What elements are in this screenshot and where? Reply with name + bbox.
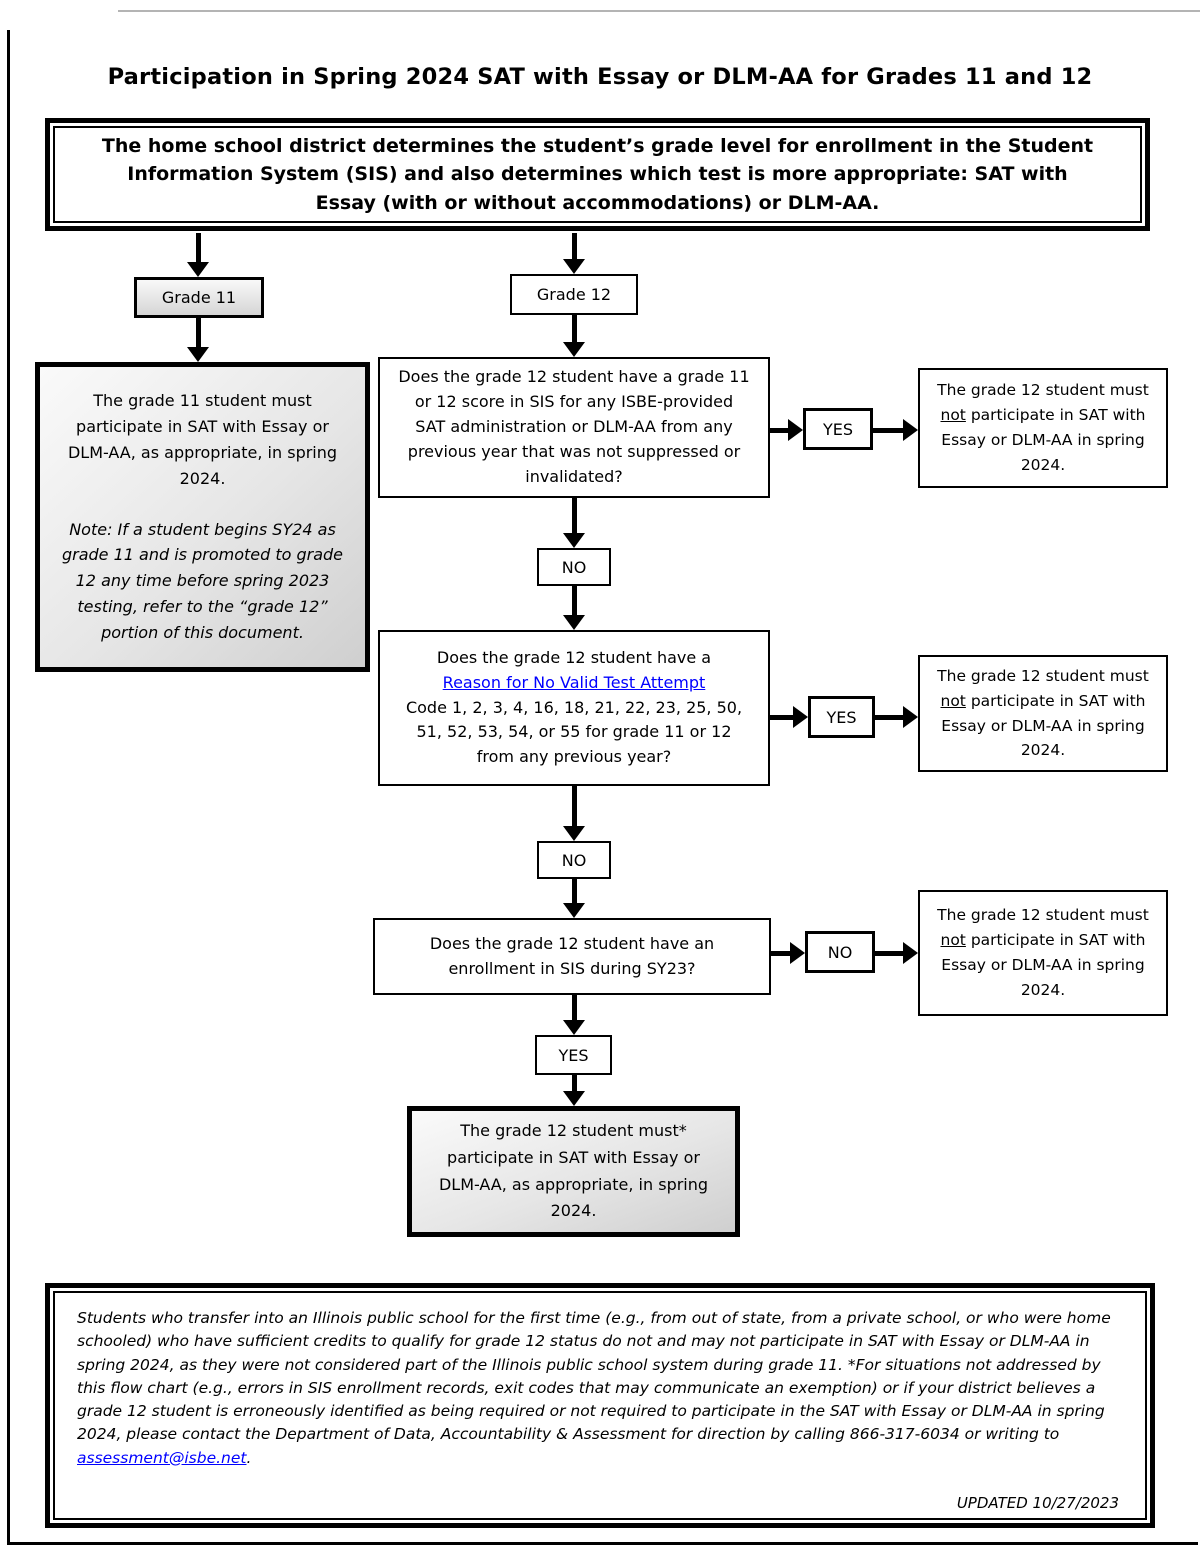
arrow-yes3-to-final [563,1075,585,1106]
decision2-line1: Does the grade 12 student have a [436,647,712,667]
page-edge-top-line [118,10,1200,12]
grade12-branch-box: Grade 12 [510,274,638,315]
arrow-decision2-to-no2 [563,786,585,841]
arrow-grade11-to-outcome [187,318,209,362]
arrow-intro-to-grade11 [187,233,209,277]
yes-label-3: YES [558,1045,589,1065]
grade11-outcome-note: Note: If a student begins SY24 as grade … [61,519,344,643]
grade12-not-participate-text-2: The grade 12 student must not participat… [937,666,1149,760]
grade11-outcome-text: The grade 11 student must participate in… [67,390,338,488]
page-title: Participation in Spring 2024 SAT with Es… [107,64,1093,90]
no-label-2: NO [561,850,587,870]
assessment-email-link[interactable]: assessment@isbe.net [77,1448,247,1467]
arrow-yes1-to-outcome1 [873,419,918,441]
reason-no-valid-test-attempt-link[interactable]: Reason for No Valid Test Attempt [442,672,706,692]
decision2-codes-text: Code 1, 2, 3, 4, 16, 18, 21, 22, 23, 25,… [405,697,743,767]
yes-label-2: YES [826,707,857,727]
footer-note-text: Students who transfer into an Illinois p… [77,1309,1111,1467]
yes-connector-3: YES [535,1035,612,1075]
no-label-3: NO [827,942,853,962]
arrow-decision3-to-no3 [771,942,805,964]
arrow-no3-to-outcome3 [875,942,918,964]
decision1-box: Does the grade 12 student have a grade 1… [378,357,770,498]
decision1-text: Does the grade 12 student have a grade 1… [398,367,750,486]
yes-connector-2: YES [808,696,875,738]
arrow-decision2-to-yes2 [770,706,808,728]
arrow-no1-to-decision2 [563,586,585,630]
grade11-branch-label: Grade 11 [161,288,237,307]
page-edge-left-line [7,30,10,1543]
grade12-not-participate-box-2: The grade 12 student must not participat… [918,655,1168,772]
grade12-not-participate-text-1: The grade 12 student must not participat… [937,381,1149,474]
page-edge-bottom-line [7,1542,1198,1545]
yes-connector-1: YES [803,408,873,450]
grade12-must-participate-text: The grade 12 student must* participate i… [438,1121,709,1221]
no-connector-1: NO [537,548,611,586]
grade12-not-participate-box-3: The grade 12 student must not participat… [918,890,1168,1016]
footer-updated-date: UPDATED 10/27/2023 [956,1493,1119,1512]
footer-note-box: Students who transfer into an Illinois p… [45,1283,1155,1528]
decision2-box: Does the grade 12 student have a Reason … [378,630,770,786]
arrow-decision1-to-no1 [563,498,585,548]
no-connector-2: NO [537,841,611,879]
intro-text: The home school district determines the … [101,134,1094,214]
grade11-branch-box: Grade 11 [134,277,264,318]
arrow-intro-to-grade12 [563,233,585,274]
grade12-must-participate-box: The grade 12 student must* participate i… [407,1106,740,1237]
grade12-branch-label: Grade 12 [536,285,612,304]
grade12-not-participate-box-1: The grade 12 student must not participat… [918,368,1168,488]
arrow-no2-to-decision3 [563,879,585,918]
arrow-yes2-to-outcome2 [875,706,918,728]
intro-box: The home school district determines the … [45,118,1150,231]
arrow-decision1-to-yes1 [770,419,803,441]
grade11-outcome-box: The grade 11 student must participate in… [35,362,370,672]
decision3-text: Does the grade 12 student have an enroll… [429,933,715,978]
no-label-1: NO [561,557,587,577]
grade12-not-participate-text-3: The grade 12 student must not participat… [937,906,1149,999]
yes-label-1: YES [822,419,854,439]
arrow-grade12-to-decision1 [563,315,585,357]
decision3-box: Does the grade 12 student have an enroll… [373,918,771,995]
no-connector-3: NO [805,931,875,973]
arrow-decision3-to-yes3 [563,995,585,1035]
